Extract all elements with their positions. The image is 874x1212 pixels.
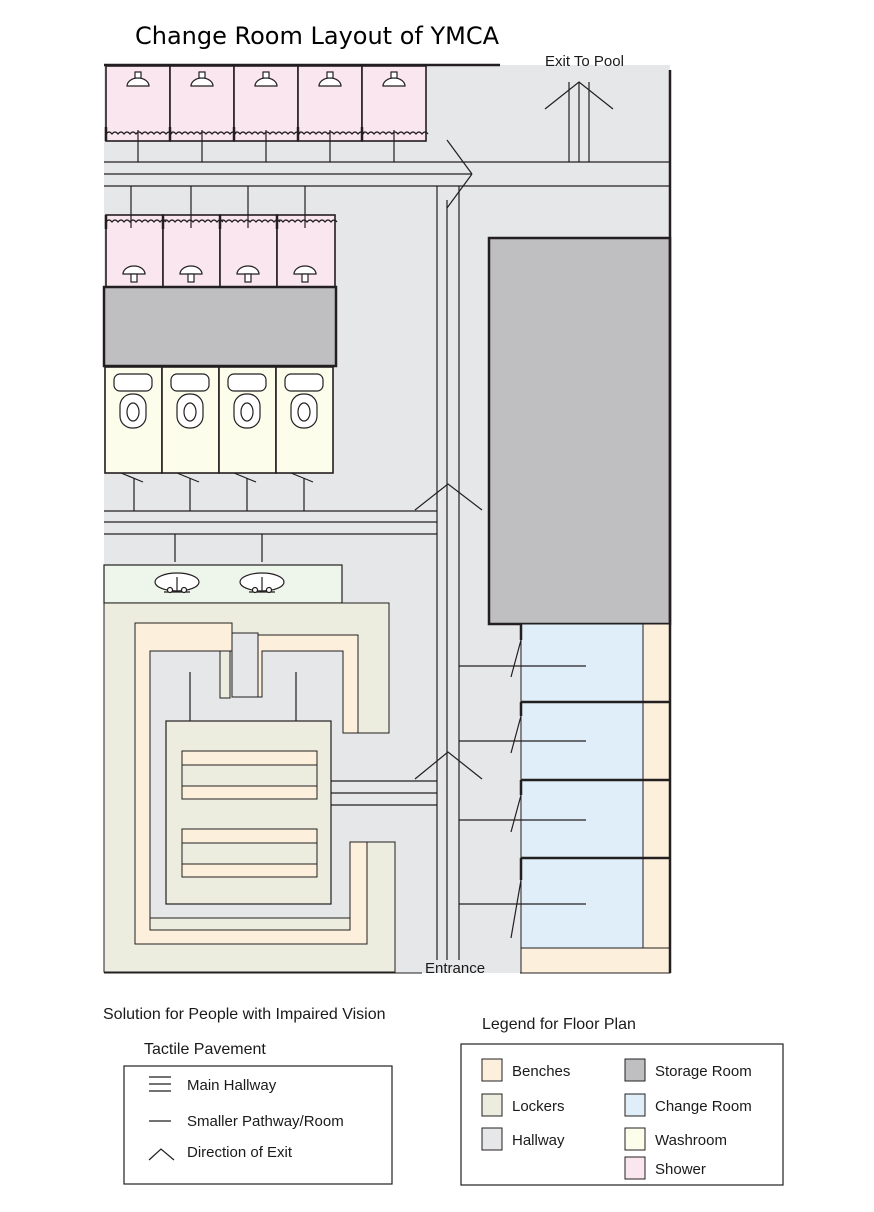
exit-to-pool-label: Exit To Pool <box>545 53 624 70</box>
legend-swatch-lockers <box>481 1093 503 1117</box>
exit-direction-markers <box>414 81 614 780</box>
shower-head-icon <box>122 265 146 283</box>
legend-label-washroom: Washroom <box>655 1132 727 1149</box>
shower-curtain <box>219 219 281 223</box>
bench-band-path <box>134 622 368 945</box>
storage-room-right <box>487 236 672 626</box>
door <box>233 472 257 483</box>
legend-swatch-washroom <box>624 1127 646 1151</box>
doors <box>120 139 522 939</box>
shower-curtain <box>361 131 429 135</box>
shower-curtain <box>105 219 167 223</box>
shower-curtain <box>276 219 338 223</box>
tactile-item-direction-of-exit: Direction of Exit <box>187 1144 293 1161</box>
door <box>510 879 522 939</box>
bench <box>181 828 318 844</box>
legend-swatch-benches <box>481 1058 503 1082</box>
tactile-subheading: Tactile Pavement <box>144 1041 266 1058</box>
locker-block <box>181 764 318 787</box>
door <box>120 472 144 483</box>
shower-curtain <box>162 219 224 223</box>
legend-box <box>460 1043 784 1186</box>
sink-counter <box>103 564 343 604</box>
door <box>290 472 314 483</box>
door <box>446 139 473 175</box>
door <box>510 715 522 754</box>
legend-swatch-storage-room <box>624 1058 646 1082</box>
bench <box>181 785 318 800</box>
change-room <box>520 623 644 703</box>
shower-curtain <box>169 131 237 135</box>
bench <box>181 750 318 766</box>
tactile-main-hallway <box>104 82 670 960</box>
change-room <box>520 857 644 949</box>
legend-label-lockers: Lockers <box>512 1098 565 1115</box>
shower-row-second <box>105 214 336 288</box>
shower-head-icon <box>236 265 260 283</box>
tactile-key-symbols <box>148 1076 175 1161</box>
door <box>510 639 522 678</box>
shower-head-icon <box>382 71 406 87</box>
shower-head-icon <box>126 71 150 87</box>
change-room <box>520 779 644 859</box>
locker-block <box>181 842 318 865</box>
fixtures <box>104 71 429 594</box>
sink-icon <box>154 572 200 594</box>
exit-chevron <box>414 483 483 511</box>
tactile-smaller-pathways <box>130 130 586 905</box>
tactile-key-box <box>123 1065 393 1185</box>
legend-label-hallway: Hallway <box>512 1132 565 1149</box>
toilet-icon <box>284 373 324 429</box>
sink-icon <box>239 572 285 594</box>
legend-label-change-room: Change Room <box>655 1098 752 1115</box>
storage-room-left <box>102 285 338 368</box>
locker-area <box>103 602 396 973</box>
legend-label-benches: Benches <box>512 1063 570 1080</box>
toilet-icon <box>227 373 267 429</box>
legend-swatch-hallway <box>481 1127 503 1151</box>
toilet-icon <box>170 373 210 429</box>
bench-right-column <box>642 623 671 974</box>
bench <box>181 863 318 878</box>
door <box>176 472 200 483</box>
shower-curtain <box>233 131 301 135</box>
bench-bottom <box>520 947 671 974</box>
tactile-item-main-hallway: Main Hallway <box>187 1077 277 1094</box>
shower-head-icon <box>318 71 342 87</box>
legend-heading: Legend for Floor Plan <box>482 1016 636 1033</box>
shower-head-icon <box>293 265 317 283</box>
shower-head-icon <box>190 71 214 87</box>
legend-swatch-change-room <box>624 1093 646 1117</box>
page-title: Change Room Layout of YMCA <box>135 22 500 50</box>
toilet-icon <box>113 373 153 429</box>
tactile-heading: Solution for People with Impaired Vision <box>103 1006 386 1023</box>
legend-label-storage-room: Storage Room <box>655 1063 752 1080</box>
legend-swatch-shower <box>624 1156 646 1180</box>
shower-curtain <box>297 131 365 135</box>
tactile-item-smaller-pathway: Smaller Pathway/Room <box>187 1113 344 1130</box>
exit-chevron <box>544 81 614 110</box>
shower-head-icon <box>254 71 278 87</box>
door <box>446 173 473 209</box>
direction-of-exit-symbol <box>148 1148 175 1161</box>
shower-head-icon <box>179 265 203 283</box>
door <box>510 794 522 833</box>
legend-label-shower: Shower <box>655 1161 706 1178</box>
entrance-label: Entrance <box>425 960 485 977</box>
exit-chevron <box>414 751 483 780</box>
shower-curtain <box>105 131 173 135</box>
